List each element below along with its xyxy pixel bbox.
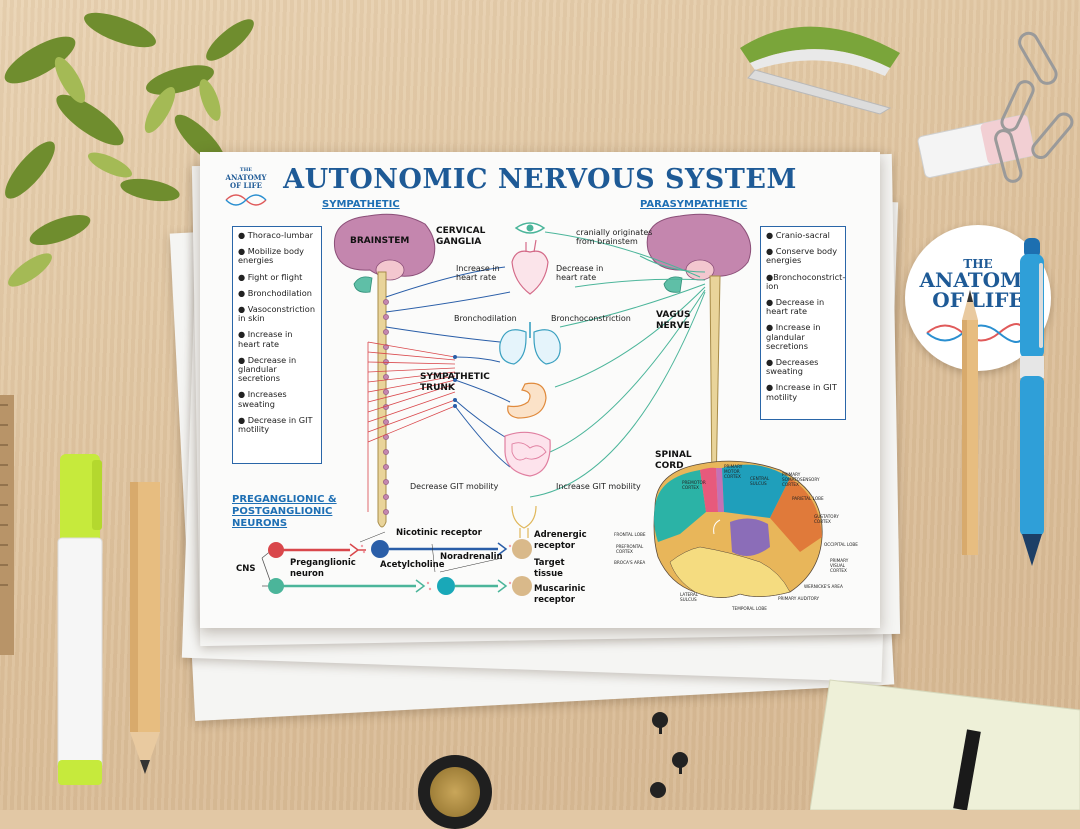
- logo-line-3: OF LIFE: [229, 181, 262, 190]
- marker-decoration: [57, 454, 103, 785]
- badge-dna-icon: [926, 323, 1024, 343]
- badge-line-3: OF LIFE: [932, 288, 1024, 312]
- increase-git-label: Increase GIT mobility: [556, 482, 641, 491]
- dna-logo-icon: [225, 194, 267, 206]
- effect-item: ● Thoraco-lumbar: [238, 230, 313, 240]
- ruler-decoration: [0, 395, 14, 655]
- effect-item: ● Increases sweating: [238, 389, 287, 409]
- vagus-nerve-label: VAGUS NERVE: [656, 310, 691, 331]
- prefrontal-label: PREFRONTAL CORTEX: [616, 544, 644, 554]
- primary-motor-label: PRIMARY MOTOR CORTEX: [724, 464, 743, 479]
- wernicke-label: WERNICKE'S AREA: [804, 584, 843, 589]
- effect-item: ● Cranio-sacral: [766, 230, 830, 240]
- notebook-decoration: [810, 679, 1080, 810]
- right-brain-illustration: [646, 213, 752, 496]
- pencil-decoration: [130, 482, 160, 774]
- cortex-brain-illustration: [653, 460, 823, 598]
- stapler-decoration: [740, 26, 900, 115]
- heart-icon: [511, 239, 549, 295]
- effect-item: ● Increase in heart rate: [238, 329, 293, 349]
- brainstem-label: BRAINSTEM: [350, 236, 410, 246]
- effect-item: ● Decrease in heart rate: [766, 297, 825, 317]
- left-brain-illustration: [333, 213, 511, 528]
- noradrenalin-label: Noradrenalin: [440, 552, 503, 562]
- cranially-label: cranially originates from brainstem: [576, 228, 653, 246]
- target-tissue-label: Target tissue: [534, 558, 565, 579]
- paperclips-decoration: [994, 31, 1074, 183]
- bronchodilation-label: Bronchodilation: [454, 314, 517, 323]
- effect-item: ● Decrease in GIT motility: [238, 414, 313, 435]
- badge-line-2: ANATOMY: [919, 268, 1037, 292]
- effect-item: ● Mobilize body energies: [238, 246, 305, 266]
- neuron-diagram: [261, 531, 532, 596]
- visual-cortex-label: PRIMARY VISUAL CORTEX: [830, 558, 849, 573]
- spinal-cord-label: SPINAL CORD: [655, 450, 692, 471]
- effect-item: ● Increase in GIT motility: [766, 382, 837, 402]
- logo-line-2: ANATOMY: [225, 173, 267, 182]
- muscarinic-label: Muscarinic receptor: [534, 584, 586, 605]
- decrease-heart-rate-label: Decrease in heart rate: [556, 264, 604, 282]
- acetylcholine-label: Acetylcholine: [380, 560, 445, 570]
- broca-label: BROCA'S AREA: [614, 560, 646, 565]
- lungs-icon: [499, 322, 561, 365]
- pushpins-decoration: [650, 712, 688, 798]
- decrease-git-label: Decrease GIT mobility: [410, 482, 499, 491]
- sympathetic-effects-box: ● Thoraco-lumbar ● Mobilize body energie…: [232, 226, 322, 464]
- preganglionic-label: Preganglionic neuron: [290, 558, 356, 579]
- nicotinic-label: Nicotinic receptor: [396, 528, 482, 538]
- cervical-ganglia-label: CERVICAL GANGLIA: [436, 226, 486, 247]
- bladder-icon: [511, 505, 537, 538]
- parasympathetic-effects-box: ● Cranio-sacral ● Conserve body energies…: [760, 226, 846, 420]
- adrenergic-label: Adrenergic receptor: [534, 530, 587, 551]
- effect-item: ● Fight or flight: [238, 271, 303, 282]
- central-sulcus-label: CENTRAL SULCUS: [750, 476, 770, 486]
- badge-line-1: THE: [963, 257, 993, 271]
- anatomy-poster: THE ANATOMY OF LIFE AUTONOMIC NERVOUS SY…: [200, 152, 880, 628]
- effect-item: ● Bronchodilation: [238, 287, 312, 298]
- effect-item: ● Decrease in glandular secretions: [238, 354, 297, 384]
- occipital-label: OCCIPITAL LOBE: [824, 542, 858, 547]
- eye-icon: [514, 222, 546, 234]
- effect-item: ● Decreases sweating: [766, 357, 819, 377]
- frontal-label: FRONTAL LOBE: [614, 532, 646, 537]
- parietal-label: PARIETAL LOBE: [792, 496, 824, 501]
- bronchoconstriction-label: Bronchoconstriction: [551, 314, 631, 323]
- intestines-icon: [504, 431, 551, 477]
- plant-decoration: [4, 12, 254, 287]
- increase-heart-rate-label: Increase in heart rate: [456, 264, 500, 282]
- lateral-sulcus-label: LATERAL SULCUS: [680, 592, 699, 602]
- premotor-label: PREMOTOR CORTEX: [682, 480, 706, 490]
- pencil-right-decoration: [962, 290, 978, 555]
- auditory-label: PRIMARY AUDITORY: [778, 596, 820, 601]
- sympathetic-trunk-label: SYMPATHETIC TRUNK: [420, 372, 490, 393]
- effect-item: ●Bronchoconstrict-ion: [766, 271, 846, 291]
- ans-diagram: [261, 213, 823, 598]
- effect-item: ● Increase in glandular secretions: [766, 322, 821, 351]
- neurons-heading: PREGANGLIONIC & POSTGANGLIONIC NEURONS: [232, 494, 337, 529]
- sympathetic-heading: SYMPATHETIC: [322, 199, 400, 210]
- effect-item: ● Conserve body energies: [766, 246, 838, 266]
- pen-decoration: [1020, 238, 1044, 566]
- primary-somatosensory-label: PRIMARY SOMATOSENSORY CORTEX: [782, 472, 820, 487]
- cns-label: CNS: [236, 564, 256, 574]
- logo-line-1: THE: [239, 167, 253, 173]
- poster-title: AUTONOMIC NERVOUS SYSTEM: [283, 164, 797, 195]
- parasympathetic-heading: PARASYMPATHETIC: [640, 199, 748, 210]
- gustatory-label: GUSTATORY CORTEX: [814, 514, 839, 524]
- temporal-label: TEMPORAL LOBE: [732, 606, 767, 611]
- effect-item: ● Vasoconstriction in skin: [238, 304, 316, 324]
- tin-gold-decoration: [430, 767, 480, 817]
- stomach-icon: [507, 382, 547, 419]
